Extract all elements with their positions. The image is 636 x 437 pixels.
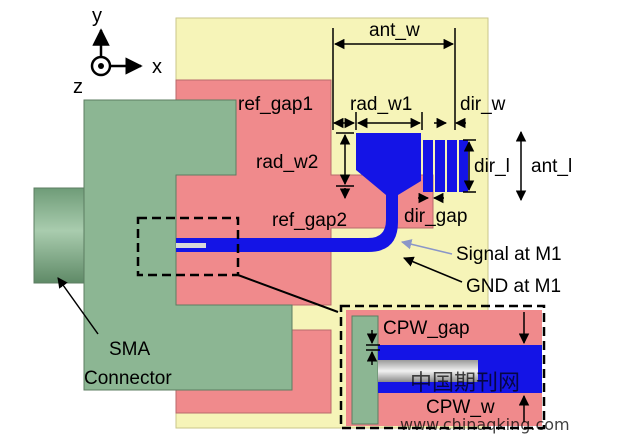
watermark-url: www.chinaqking.com: [400, 415, 570, 434]
director-1: [423, 140, 433, 192]
rad-w1-label: rad_w1: [350, 94, 412, 115]
sma-label-line2: Connector: [84, 368, 172, 389]
zoom-region: [136, 216, 240, 277]
center-pin: [176, 243, 206, 248]
sma-label-line1: SMA: [109, 339, 151, 360]
dimension-lines: [332, 28, 530, 422]
cpw-w-label: CPW_w: [426, 397, 495, 418]
y-axis-label: y: [92, 5, 102, 27]
rad-w2-label: rad_w2: [256, 152, 318, 173]
inset-frame: [339, 304, 546, 430]
dir-gap-label: dir_gap: [404, 206, 467, 227]
signal-label: Signal at M1: [456, 244, 562, 265]
ant-w-label: ant_w: [369, 20, 420, 41]
watermark-cn: 中国期刊网: [410, 371, 520, 396]
sma-flange: [83, 99, 293, 391]
ref-gap2-label: ref_gap2: [272, 210, 347, 231]
z-axis-label: z: [73, 76, 83, 98]
cpw-inset: [339, 304, 546, 430]
gnd-label: GND at M1: [466, 276, 561, 297]
director-2: [435, 140, 445, 192]
gnd-pointer: [403, 256, 463, 283]
cpw-gap-label: CPW_gap: [383, 318, 470, 339]
signal-pointer: [400, 239, 453, 255]
axes-icon: [90, 28, 143, 77]
dir-w-label: dir_w: [460, 94, 506, 115]
director-3: [447, 140, 457, 192]
director-4: [459, 140, 468, 192]
radiator-patch: [356, 133, 421, 195]
zoom-connector-line: [237, 274, 339, 313]
ant-l-label: ant_l: [531, 156, 572, 177]
ref-gap1-label: ref_gap1: [238, 94, 313, 115]
sma-pointer: [57, 277, 99, 335]
sma-cylinder: [33, 187, 85, 284]
dir-l-label: dir_l: [474, 156, 510, 177]
x-axis-label: x: [152, 56, 162, 78]
